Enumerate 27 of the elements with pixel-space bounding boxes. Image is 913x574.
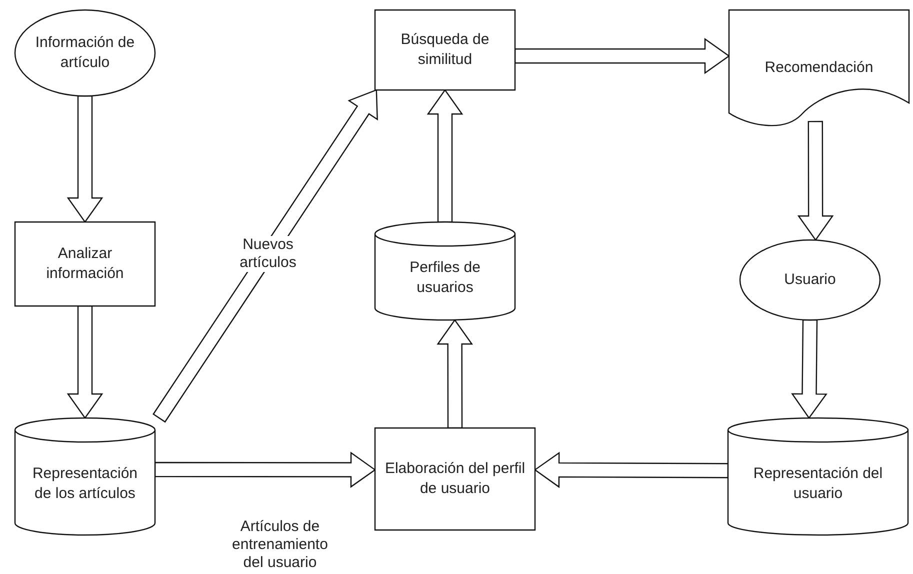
node-label: Búsqueda de similitud (400, 30, 490, 70)
node-label: Representación del usuario (752, 464, 884, 504)
block-arrow (797, 120, 834, 242)
ellipse-node (15, 10, 155, 96)
node-label: Analizar información (45, 244, 125, 284)
block-arrow (154, 452, 376, 488)
block-arrow (426, 88, 464, 223)
block-arrow (534, 452, 729, 488)
document-shape (729, 10, 909, 125)
node-label: Elaboración del perfil de usuario (384, 459, 526, 499)
block-arrow (66, 95, 104, 224)
node-label: Perfiles de usuarios (408, 258, 482, 298)
database-cylinder (728, 418, 908, 535)
block-arrow (436, 318, 473, 429)
database-cylinder (15, 418, 155, 535)
database-cylinder (375, 222, 515, 320)
block-arrow (791, 319, 828, 420)
ellipse-node (740, 240, 880, 320)
node-label: Recomendación (764, 58, 874, 78)
process-box (375, 428, 535, 530)
block-arrow (66, 305, 104, 420)
node-label: Representación de los artículos (31, 464, 139, 504)
block-arrow (514, 38, 730, 74)
process-box (15, 222, 155, 306)
node-label: Usuario (784, 270, 836, 290)
node-label: Información de artículo (34, 33, 136, 73)
process-box (375, 10, 515, 90)
